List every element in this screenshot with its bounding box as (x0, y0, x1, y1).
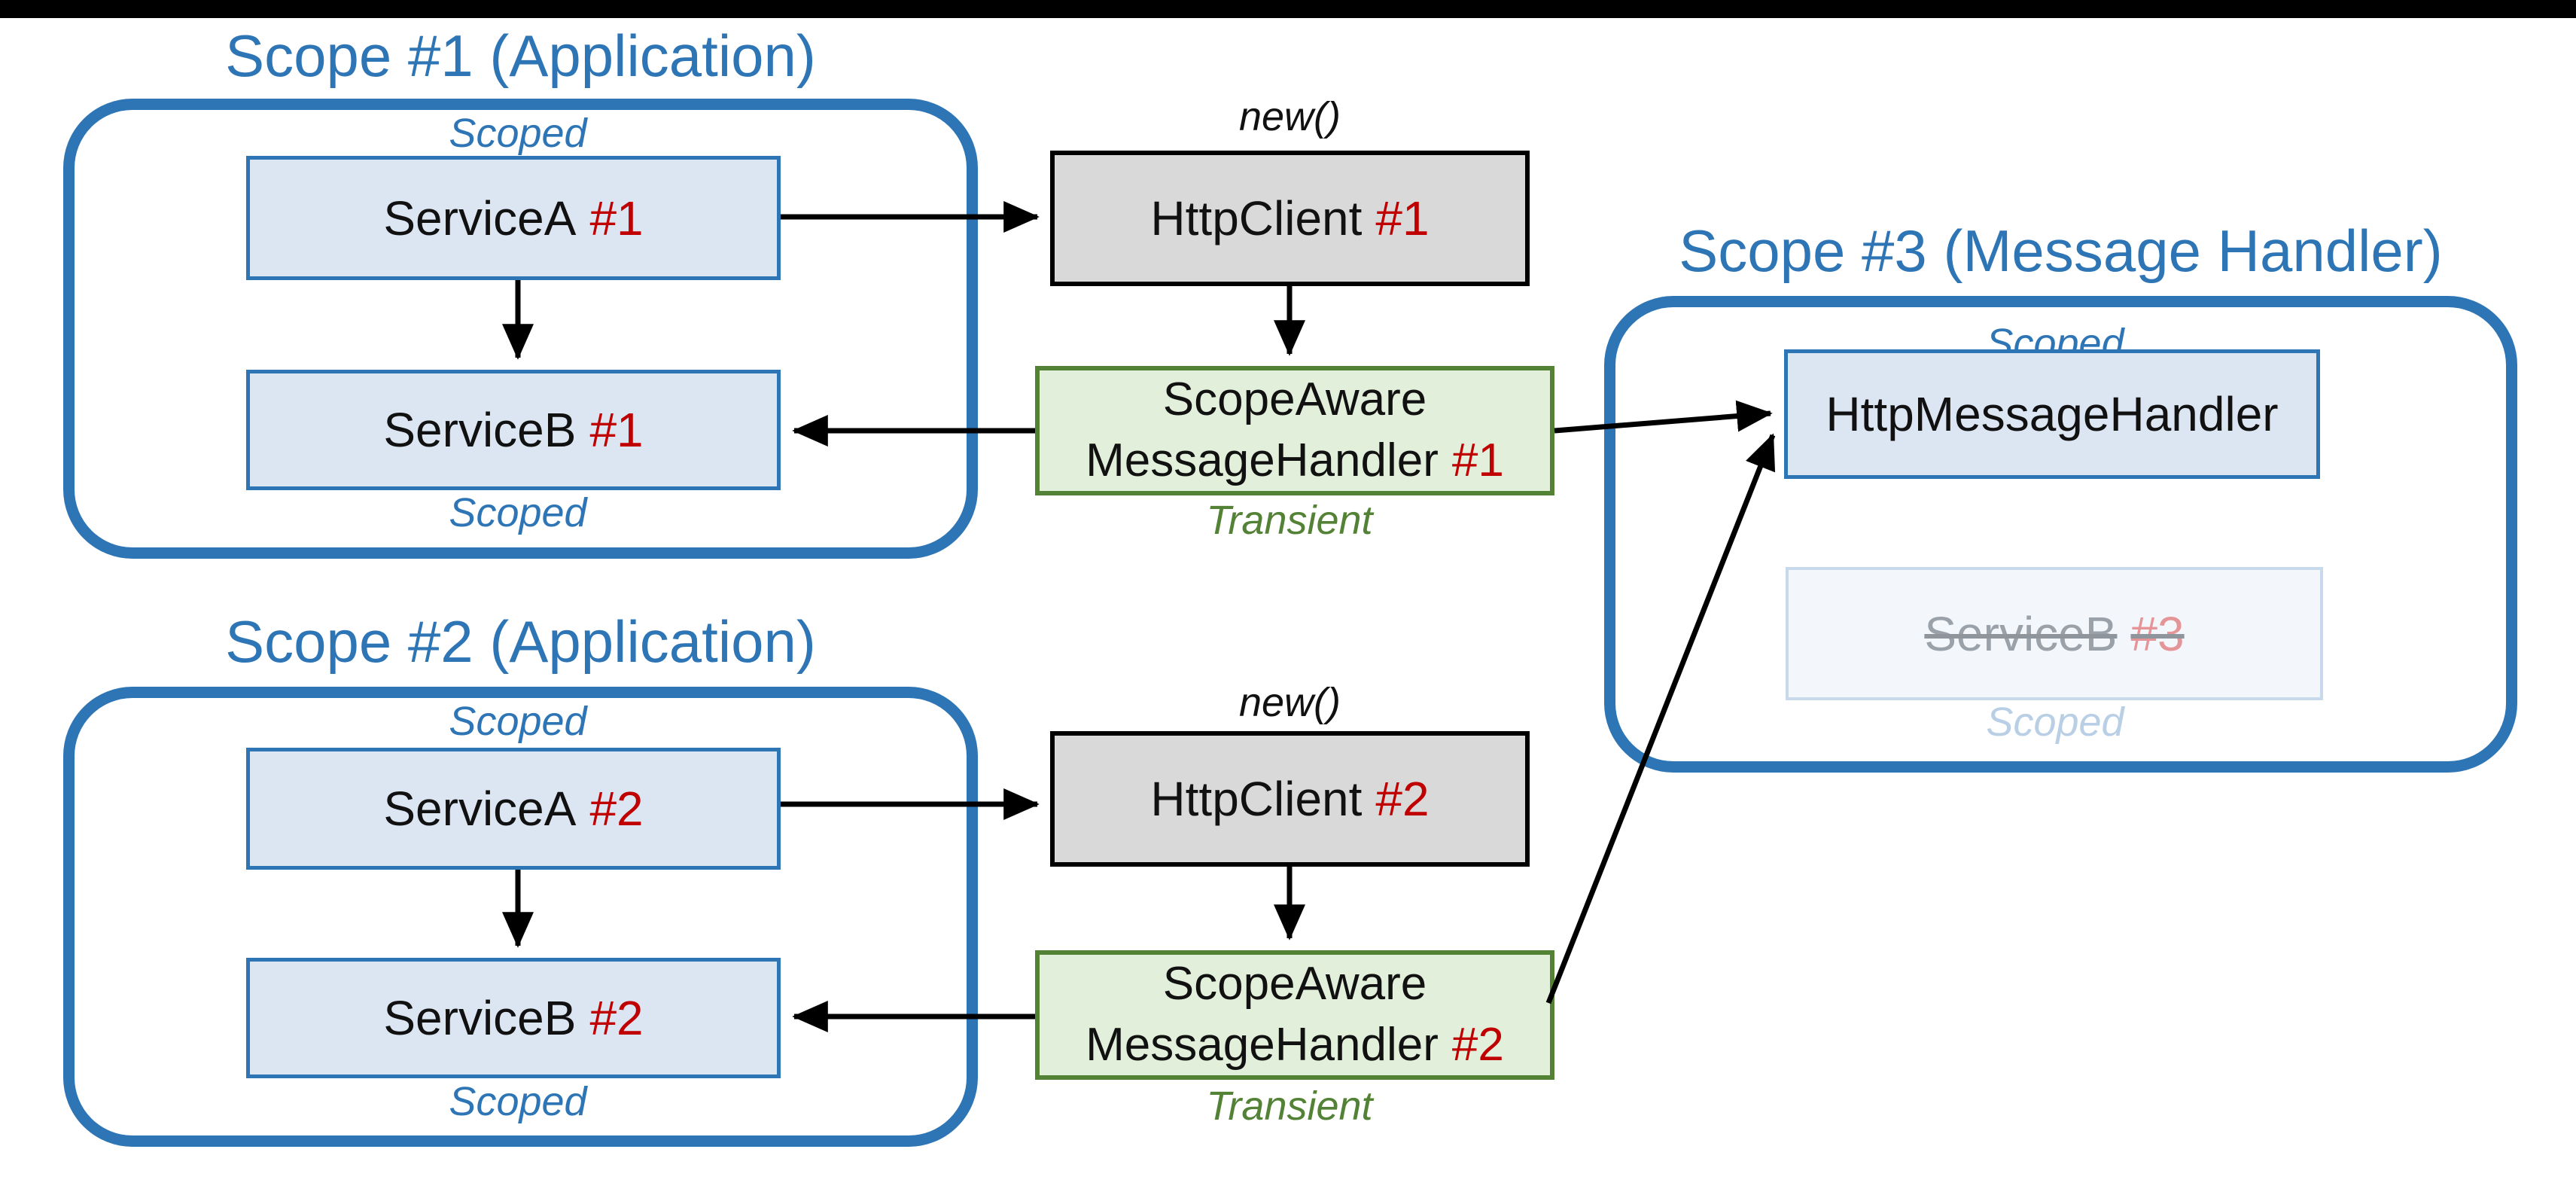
servicea2-label: ServiceA (383, 782, 577, 836)
scope1-title: Scope #1 (Application) (225, 23, 816, 89)
handler2-instance: #2 (1451, 1019, 1504, 1071)
handler1-line1: ScopeAware (1162, 373, 1427, 426)
httpclient2-new-label: new() (1238, 680, 1341, 725)
httpclient2-node: HttpClient#2 (1050, 731, 1530, 867)
httpclient1-node: HttpClient#1 (1050, 151, 1530, 286)
serviceb2-node: ServiceB#2 (246, 958, 781, 1078)
servicea1-node: ServiceA#1 (246, 156, 781, 280)
servicea1-label: ServiceA (383, 191, 577, 245)
httpclient1-new-label: new() (1238, 94, 1341, 139)
serviceb1-node: ServiceB#1 (246, 370, 781, 490)
top-black-bar (0, 0, 2576, 18)
servicea2-instance: #2 (589, 782, 644, 836)
handler2-line1: ScopeAware (1162, 958, 1427, 1010)
handler1-line2: MessageHandler#1 (1086, 431, 1504, 492)
serviceb3-label: ServiceB (1924, 606, 2118, 661)
handler2-line2: MessageHandler#2 (1086, 1015, 1504, 1076)
handler1-transient-label: Transient (1206, 498, 1373, 543)
httpmessagehandler-node: HttpMessageHandler (1784, 349, 2320, 479)
scopeaware-messagehandler2-node: ScopeAware MessageHandler#2 (1035, 950, 1554, 1080)
scope2-container (63, 687, 978, 1147)
httpclient2-instance: #2 (1375, 772, 1430, 826)
serviceb3-strikethrough-text: ServiceB#3 (1924, 606, 2184, 662)
scope1-scoped-bottom-label: Scoped (449, 490, 587, 535)
scope1-container (63, 99, 978, 559)
serviceb3-instance: #3 (2130, 606, 2185, 661)
httpmessagehandler-label: HttpMessageHandler (1825, 387, 2279, 441)
scopeaware-messagehandler1-node: ScopeAware MessageHandler#1 (1035, 366, 1554, 495)
httpclient2-label: HttpClient (1150, 772, 1363, 826)
httpclient1-label: HttpClient (1150, 191, 1363, 245)
serviceb1-label: ServiceB (383, 403, 577, 457)
serviceb2-label: ServiceB (383, 991, 577, 1045)
scope3-title: Scope #3 (Message Handler) (1679, 218, 2443, 284)
scope3-scoped-faded-label: Scoped (1986, 700, 2124, 745)
serviceb2-instance: #2 (589, 991, 644, 1045)
servicea1-instance: #1 (589, 191, 644, 245)
handler1-instance: #1 (1451, 434, 1504, 486)
handler2-transient-label: Transient (1206, 1084, 1373, 1129)
servicea2-node: ServiceA#2 (246, 748, 781, 870)
scope2-title: Scope #2 (Application) (225, 608, 816, 675)
serviceb3-disposed-node: ServiceB#3 (1786, 567, 2323, 700)
scope2-scoped-bottom-label: Scoped (449, 1079, 587, 1124)
scope2-scoped-top-label: Scoped (449, 699, 587, 744)
serviceb1-instance: #1 (589, 403, 644, 457)
scope1-scoped-top-label: Scoped (449, 111, 587, 156)
httpclient1-instance: #1 (1375, 191, 1430, 245)
